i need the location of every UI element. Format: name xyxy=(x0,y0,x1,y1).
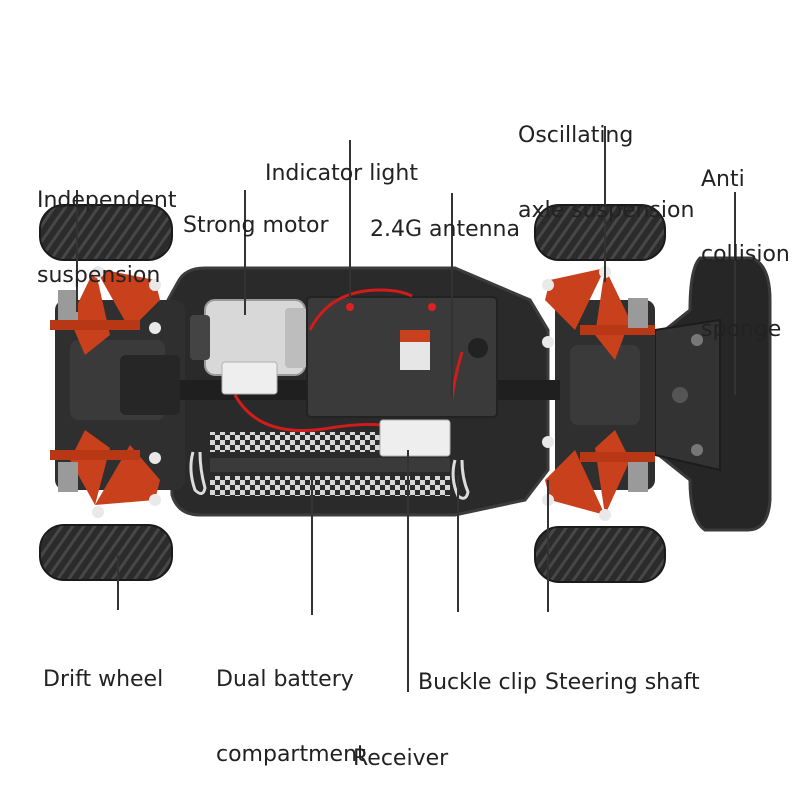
label-buckle-clip: Buckle clip xyxy=(418,620,537,745)
label-line: Receiver xyxy=(353,746,449,771)
label-line: Indicator light xyxy=(265,161,418,186)
label-line: suspension xyxy=(37,263,161,288)
rear-left-wheel xyxy=(39,524,173,581)
receiver-box xyxy=(306,296,498,418)
label-line: Independent xyxy=(37,188,177,213)
label-dual-battery-compartment: Dual battery compartment xyxy=(216,617,366,800)
label-strong-motor: Strong motor xyxy=(183,163,329,288)
label-line: Steering shaft xyxy=(545,670,700,695)
label-line: compartment xyxy=(216,742,366,767)
rear-right-wheel xyxy=(534,526,666,583)
label-line: Oscillating xyxy=(518,123,634,148)
buckle-clip-right xyxy=(451,459,470,500)
label-line: Anti xyxy=(701,167,745,192)
front-right-wheel xyxy=(534,204,666,261)
label-oscillating-axle-suspension: Oscillating axle suspension xyxy=(518,73,694,273)
left-axle-assembly xyxy=(50,266,185,518)
leader-lines xyxy=(76,126,736,692)
label-line: collision xyxy=(701,242,790,267)
label-line: Dual battery xyxy=(216,667,354,692)
label-drift-wheel: Drift wheel xyxy=(43,617,163,742)
buckle-clip-left xyxy=(189,451,207,495)
label-line: 2.4G antenna xyxy=(370,217,520,242)
battery-compartment xyxy=(210,361,451,496)
label-line: Drift wheel xyxy=(43,667,164,692)
label-independent-suspension: Independent suspension xyxy=(37,138,176,338)
right-axle-assembly xyxy=(542,266,655,521)
label-line: axle suspension xyxy=(518,198,695,223)
label-line: Buckle clip xyxy=(418,670,537,695)
label-steering-shaft: Steering shaft xyxy=(545,620,700,745)
label-line: Strong motor xyxy=(183,213,329,238)
label-anti-collision-sponge: Anti collision sponge xyxy=(701,117,790,392)
label-antenna: 2.4G antenna xyxy=(370,167,520,292)
label-receiver: Receiver xyxy=(353,696,448,800)
front-left-wheel xyxy=(39,204,173,261)
motor xyxy=(190,299,307,376)
label-line: sponge xyxy=(701,317,782,342)
label-indicator-light: Indicator light xyxy=(265,111,418,236)
